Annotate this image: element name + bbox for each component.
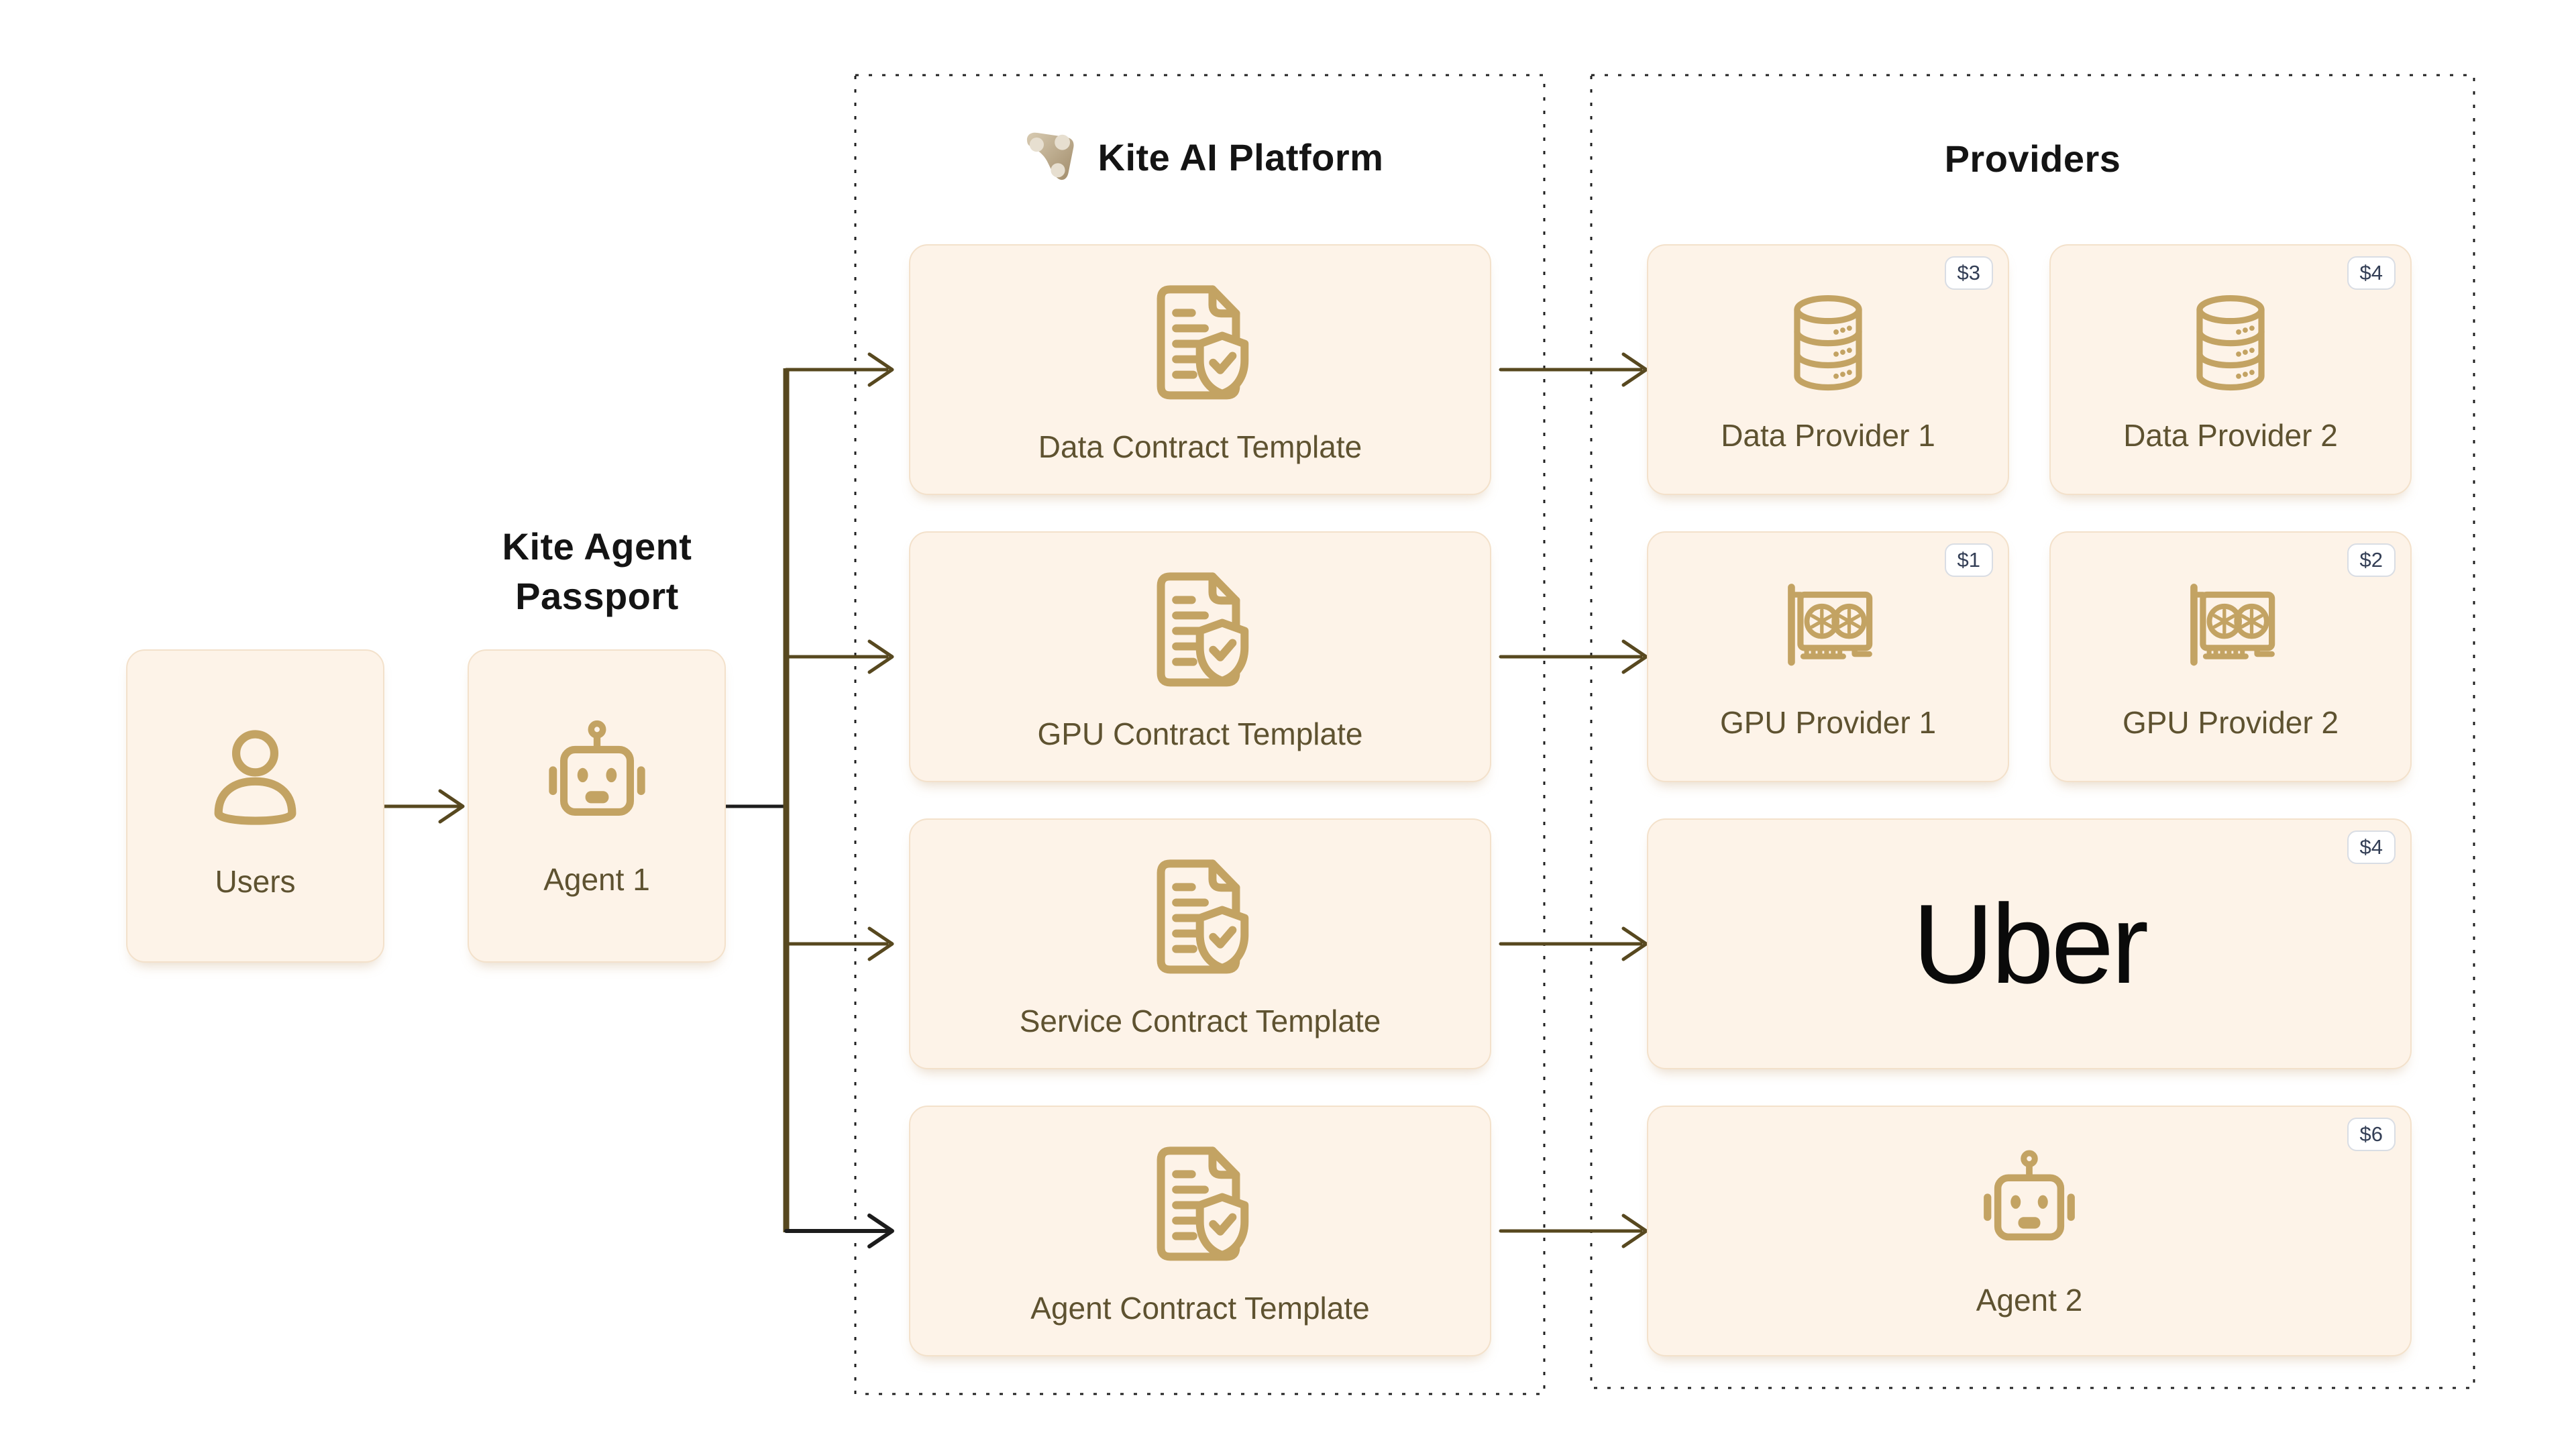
contract-icon	[1132, 275, 1269, 413]
price-badge: $4	[2347, 830, 2396, 864]
data-contract-template-label: Data Contract Template	[1038, 429, 1362, 465]
data-provider-1-card: $3 Data Provider 1	[1647, 244, 2009, 495]
price-badge: $4	[2347, 256, 2396, 290]
arrow-to-data-contract	[784, 352, 894, 387]
passport-heading-line2: Passport	[515, 575, 679, 617]
contract-icon	[1132, 1136, 1269, 1274]
contract-icon	[1132, 849, 1269, 987]
arrow-users-to-agent1	[382, 789, 465, 824]
agent1-label: Agent 1	[543, 862, 650, 898]
arrow-to-service-contract	[784, 926, 894, 961]
price-badge: $1	[1944, 543, 1993, 577]
service-contract-template-label: Service Contract Template	[1019, 1004, 1381, 1039]
kite-logo-icon	[1016, 125, 1081, 189]
uber-logo: Uber	[1912, 881, 2149, 1007]
price-badge: $2	[2347, 543, 2396, 577]
passport-heading-line1: Kite Agent	[502, 525, 692, 568]
arrow-to-uber	[1499, 926, 1648, 961]
arrow-to-agent2	[1499, 1214, 1648, 1248]
arrow-to-gpu-providers	[1499, 639, 1648, 674]
uber-card: $4 Uber	[1647, 818, 2412, 1069]
users-label: Users	[215, 863, 296, 899]
gpu-provider-1-card: $1 GPU Provider 1	[1647, 531, 2009, 782]
arrow-to-gpu-contract	[784, 639, 894, 674]
gpu-icon	[2167, 574, 2294, 688]
gpu-contract-template-card: GPU Contract Template	[909, 531, 1491, 782]
contract-icon	[1132, 562, 1269, 700]
price-badge: $3	[1944, 256, 1993, 290]
arrow-to-data-providers	[1499, 352, 1648, 387]
agent2-label: Agent 2	[1976, 1282, 2083, 1318]
gpu-provider-1-label: GPU Provider 1	[1719, 704, 1937, 740]
data-provider-2-card: $4 Data Provider 2	[2049, 244, 2412, 495]
providers-title: Providers	[1944, 138, 2121, 180]
database-icon	[2174, 287, 2288, 401]
gpu-provider-2-label: GPU Provider 2	[2122, 704, 2339, 740]
agent2-card: $6 Agent 2	[1647, 1106, 2412, 1356]
gpu-icon	[1764, 574, 1892, 688]
data-provider-2-label: Data Provider 2	[2123, 417, 2338, 453]
robot-icon	[533, 715, 661, 843]
platform-heading: Kite AI Platform	[855, 125, 1544, 189]
person-icon	[190, 714, 321, 845]
providers-heading: Providers	[1591, 137, 2474, 180]
database-icon	[1771, 287, 1885, 401]
data-contract-template-card: Data Contract Template	[909, 244, 1491, 495]
users-card: Users	[126, 649, 384, 963]
agent1-card: Agent 1	[468, 649, 726, 963]
service-contract-template-card: Service Contract Template	[909, 818, 1491, 1069]
gpu-provider-2-card: $2 GPU Provider 2	[2049, 531, 2412, 782]
data-provider-1-label: Data Provider 1	[1721, 417, 1935, 453]
agent-contract-template-label: Agent Contract Template	[1030, 1291, 1370, 1326]
gpu-contract-template-label: GPU Contract Template	[1037, 716, 1363, 752]
platform-dotted-box	[854, 74, 1546, 1395]
platform-title: Kite AI Platform	[1097, 136, 1384, 178]
robot-icon	[1969, 1145, 2090, 1266]
passport-heading: Kite Agent Passport	[413, 522, 782, 621]
price-badge: $6	[2347, 1118, 2396, 1151]
arrow-to-agent-contract	[784, 1214, 894, 1248]
agent-contract-template-card: Agent Contract Template	[909, 1106, 1491, 1356]
